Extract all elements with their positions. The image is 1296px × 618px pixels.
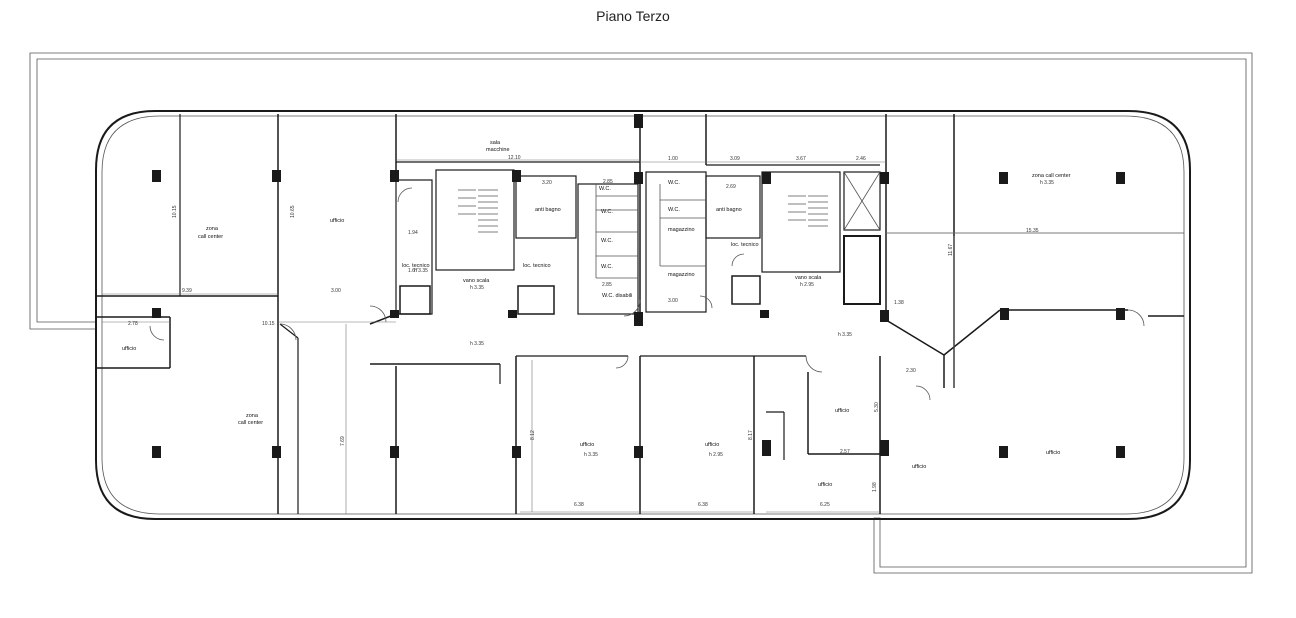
- room-label: magazzino: [668, 227, 695, 233]
- dimension-label: 2.57: [840, 449, 850, 455]
- room-label: W.C.: [668, 207, 680, 213]
- room-label: loc. tecnico: [523, 263, 551, 269]
- dimension-label: 8.17: [748, 430, 754, 440]
- room-label: W.C.: [601, 264, 613, 270]
- dimension-label: 3.00: [331, 288, 341, 294]
- dimension-label: 11.67: [948, 244, 954, 256]
- dimension-label: 2.85: [602, 282, 612, 288]
- room-label: zona call center: [1032, 173, 1071, 179]
- room-label: W.C.: [668, 180, 680, 186]
- dimension-label: 7.69: [340, 436, 346, 446]
- surface-labels: h 3.35 h 3.35 h 3.35 h 3.35 h 3.35 h 2.9…: [414, 180, 1054, 458]
- room-label: ufficio: [330, 218, 344, 224]
- room-label: vano scala: [795, 275, 822, 281]
- room-label: ufficio: [705, 442, 719, 448]
- room-label: ufficio: [818, 482, 832, 488]
- room-label: ufficio: [122, 346, 136, 352]
- page-title: Piano Terzo: [596, 8, 670, 24]
- dimension-label: 2.85: [603, 179, 613, 185]
- room-label: W.C.: [601, 209, 613, 215]
- dimension-label: 9.39: [182, 288, 192, 294]
- surface-label: h 2.95: [800, 282, 814, 288]
- interior-walls: [96, 114, 1184, 514]
- dimension-label: 3.09: [730, 156, 740, 162]
- dimension-label: 2.78: [128, 321, 138, 327]
- dimension-label: 2.69: [726, 184, 736, 190]
- surface-label: h 3.35: [470, 285, 484, 291]
- room-labels: zona call center ufficio sala macchine a…: [122, 140, 1071, 488]
- dimension-labels: 10.15 10.65 12.10 1.00 3.09 3.67 2.46 9.…: [128, 155, 1039, 508]
- surface-label: h 3.35: [838, 332, 852, 338]
- dimension-label: 1.00: [668, 156, 678, 162]
- surface-label: h 3.35: [1040, 180, 1054, 186]
- dimension-label: 10.15: [262, 321, 275, 327]
- dimension-label: 15.35: [1026, 228, 1039, 234]
- room-label: zona: [246, 413, 259, 419]
- room-label: ufficio: [835, 408, 849, 414]
- room-label: sala: [490, 140, 501, 146]
- room-label: call center: [198, 234, 223, 240]
- room-label: anti bagno: [535, 207, 561, 213]
- room-label: loc. tecnico: [402, 263, 430, 269]
- room-label: anti bagno: [716, 207, 742, 213]
- dimension-label: 1.38: [894, 300, 904, 306]
- dimension-label: 2.46: [856, 156, 866, 162]
- dimension-label: 6.25: [820, 502, 830, 508]
- columns: [152, 114, 1125, 458]
- dimension-label: 2.30: [906, 368, 916, 374]
- room-label: loc. tecnico: [731, 242, 759, 248]
- dimension-label: 5.30: [874, 402, 880, 412]
- room-label: ufficio: [912, 464, 926, 470]
- room-label: magazzino: [668, 272, 695, 278]
- room-label: ufficio: [1046, 450, 1060, 456]
- dimension-label: 10.15: [172, 205, 178, 218]
- dimension-label: 6.38: [698, 502, 708, 508]
- surface-label: h 3.35: [414, 268, 428, 274]
- room-label: zona: [206, 226, 219, 232]
- room-label: call center: [238, 420, 263, 426]
- dimension-label: 3.67: [796, 156, 806, 162]
- room-label: macchine: [486, 147, 510, 153]
- dimension-label: 6.38: [574, 502, 584, 508]
- door-swings: [149, 187, 1145, 401]
- room-label: ufficio: [580, 442, 594, 448]
- surface-label: h 2.95: [709, 452, 723, 458]
- dimension-label: 1.94: [408, 230, 418, 236]
- dimension-label: 10.65: [290, 205, 296, 218]
- surface-label: h 3.35: [470, 341, 484, 347]
- dimension-label: 1.98: [872, 482, 878, 492]
- surface-label: h 3.35: [584, 452, 598, 458]
- building-envelope: [95, 110, 1191, 520]
- dimension-label: 1.67: [408, 268, 418, 274]
- room-label: vano scala: [463, 278, 490, 284]
- room-label: W.C.: [599, 186, 611, 192]
- room-label: W.C. disabili: [602, 293, 632, 299]
- dimension-label: 3.00: [668, 298, 678, 304]
- dimension-label: 3.20: [542, 180, 552, 186]
- dimension-label: 12.10: [508, 155, 521, 161]
- dimension-label: 8.12: [530, 430, 536, 440]
- dimension-lines: [102, 159, 1184, 514]
- room-label: W.C.: [601, 238, 613, 244]
